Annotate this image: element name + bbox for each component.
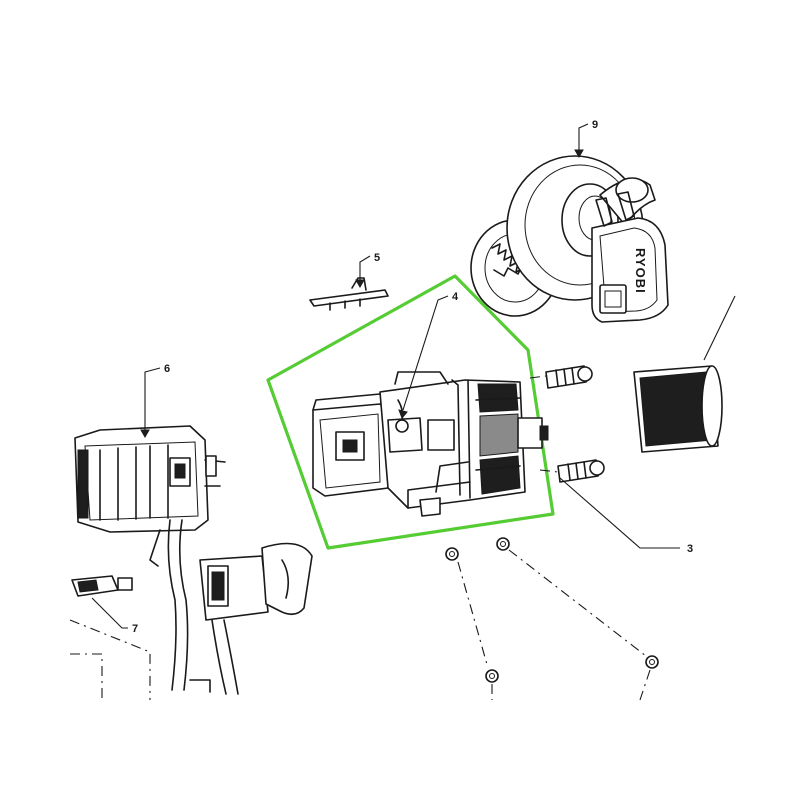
callout-3: 3 xyxy=(687,543,693,555)
battery-terminal-part[interactable] xyxy=(71,575,133,629)
callout-5: 5 xyxy=(374,252,380,264)
callout-9: 9 xyxy=(592,119,598,131)
motor-assembly-part[interactable] xyxy=(312,295,549,517)
screw-set-part[interactable] xyxy=(529,365,680,549)
housing-screws[interactable] xyxy=(445,537,659,701)
callout-6: 6 xyxy=(164,363,170,375)
housing-outline xyxy=(69,619,151,700)
callout-4: 4 xyxy=(452,291,459,303)
brand-label: RYOBI xyxy=(633,248,648,294)
trigger-switch-part[interactable] xyxy=(189,542,313,695)
knurled-cylinder-part[interactable] xyxy=(633,295,736,453)
gearbox-housing-part[interactable] xyxy=(74,367,226,691)
callout-7: 7 xyxy=(132,623,138,635)
clip-part[interactable] xyxy=(309,255,389,311)
gear-housing-part[interactable]: RYOBI xyxy=(470,123,669,323)
